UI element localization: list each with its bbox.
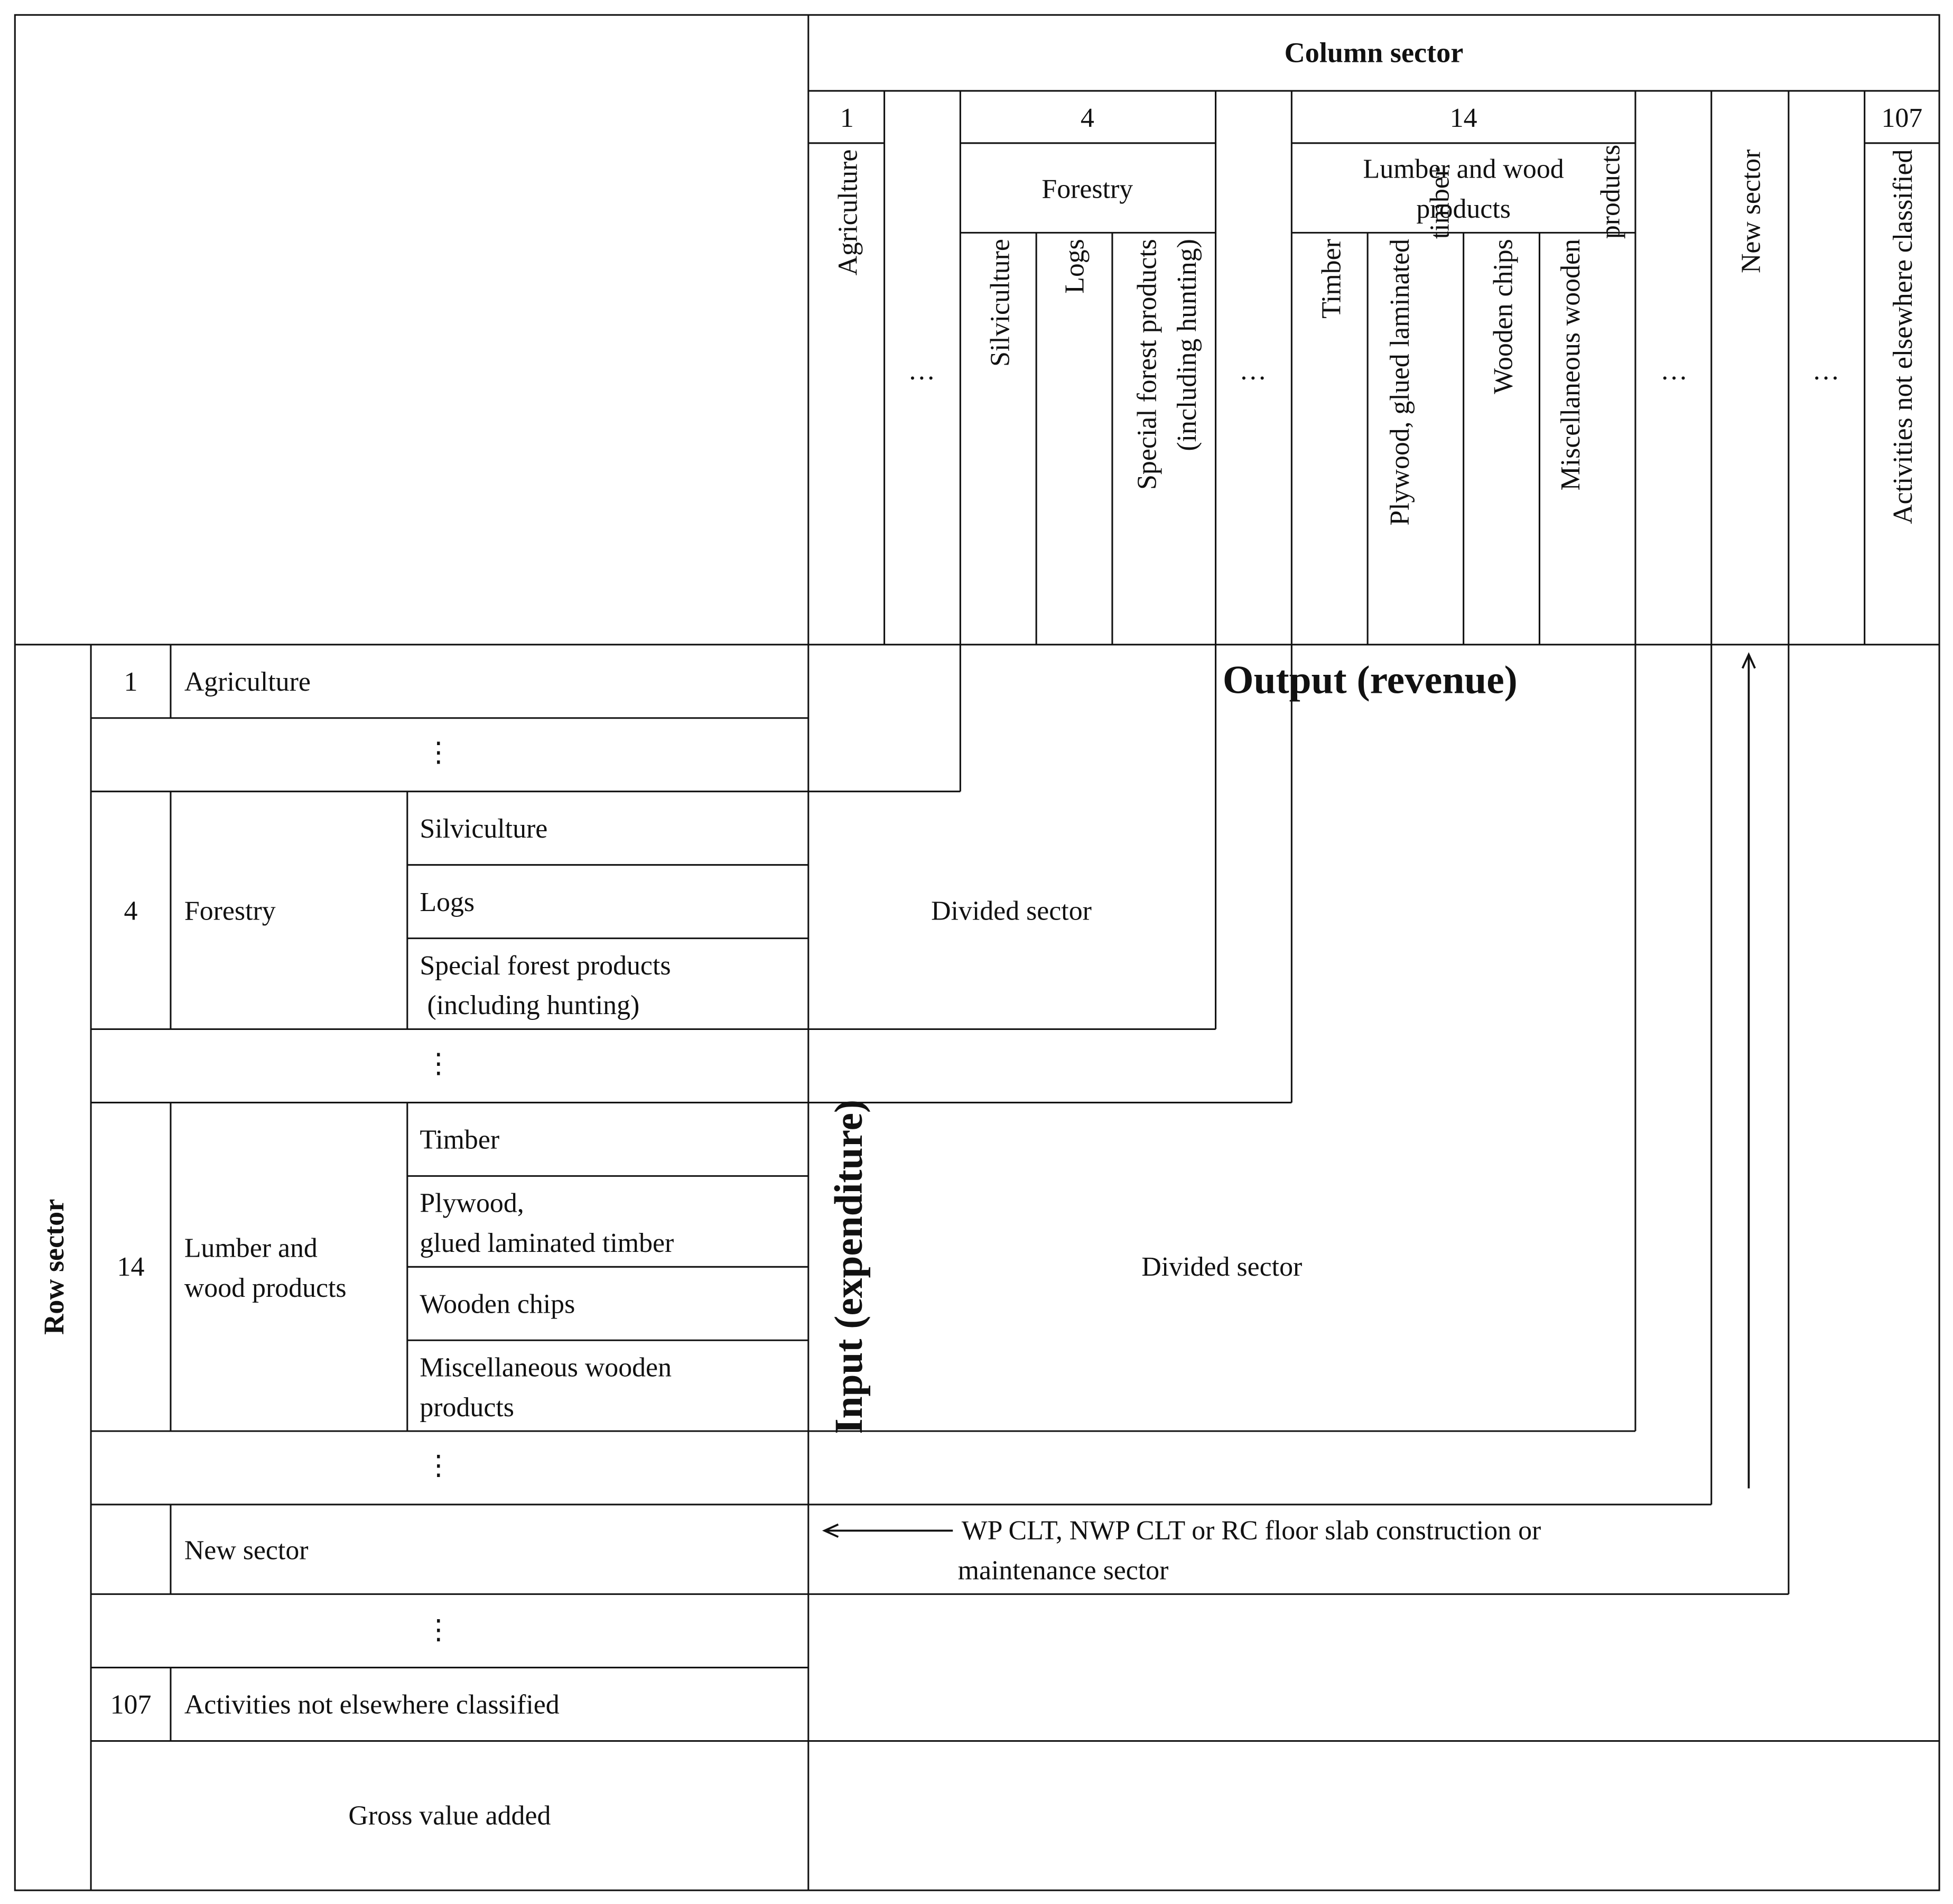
row-sub-misc-wooden-products: Miscellaneous wooden [420,1353,672,1383]
col-code-other: 107 [1881,103,1922,133]
row-sub-wooden-chips: Wooden chips [420,1289,575,1319]
col-ellipsis: … [1239,356,1267,386]
row-sector-title: Row sector [38,1199,70,1335]
column-sector-title: Column sector [1285,37,1464,69]
col-code-forestry: 4 [1081,103,1094,133]
row-label-lumber: wood products [184,1273,347,1303]
output-revenue-label: Output (revenue) [1223,658,1518,702]
divided-sector-label: Divided sector [1141,1252,1302,1282]
col-sub-timber: Timber [1316,239,1346,319]
gross-value-added-label: Gross value added [348,1800,551,1831]
col-sub-misc-wooden-products: products [1595,145,1625,239]
row-vdots: ⋮ [425,1451,452,1481]
row-vdots: ⋮ [425,1615,452,1645]
row-sub-misc-wooden-products: products [420,1392,514,1423]
col-label-agriculture: Agriculture [833,150,863,276]
row-code-forestry: 4 [124,896,138,926]
arrows [822,652,1756,1538]
col-sub-wooden-chips: Wooden chips [1489,239,1519,394]
row-code-lumber: 14 [117,1252,145,1282]
input-arrow [822,1524,953,1538]
row-label-lumber: Lumber and [184,1233,318,1263]
col-code-lumber: 14 [1450,103,1477,133]
col-sub-plywood: timber [1425,168,1455,239]
row-sub-special-forest-products: (including hunting) [427,990,640,1020]
col-sub-special-forest-products: (including hunting) [1172,239,1202,451]
col-sub-misc-wooden-products: Miscellaneous wooden [1556,239,1586,490]
grid-lines [14,14,1940,1891]
construction-sector-label: WP CLT, NWP CLT or RC floor slab constru… [962,1516,1541,1546]
col-ellipsis: … [1812,356,1840,386]
row-code-agriculture: 1 [124,667,138,697]
col-ellipsis: … [908,356,935,386]
row-sub-timber: Timber [420,1125,499,1155]
row-sub-plywood: glued laminated timber [420,1228,674,1258]
input-expenditure-label: Input (expenditure) [827,1100,871,1434]
row-sub-silviculture: Silviculture [420,814,547,844]
row-label-forestry: Forestry [184,896,276,926]
col-label-lumber: products [1416,194,1511,224]
row-vdots: ⋮ [425,1049,452,1079]
row-sub-logs: Logs [420,887,475,917]
row-label-other: Activities not elsewhere classified [184,1690,560,1720]
col-label-new-sector: New sector [1736,150,1766,273]
divided-sector-label: Divided sector [931,896,1092,926]
col-sub-silviculture: Silviculture [985,239,1015,367]
row-label-new-sector: New sector [184,1536,309,1566]
col-code-agriculture: 1 [840,103,854,133]
output-arrow [1741,652,1756,1489]
row-code-other: 107 [110,1690,152,1720]
row-sub-special-forest-products: Special forest products [420,951,671,981]
col-ellipsis: … [1660,356,1688,386]
row-sub-plywood: Plywood, [420,1188,524,1219]
row-label-agriculture: Agriculture [184,667,311,697]
row-vdots: ⋮ [425,738,452,768]
col-sub-plywood: Plywood, glued laminated [1385,239,1415,526]
col-sub-special-forest-products: Special forest products [1132,239,1162,490]
col-sub-logs: Logs [1060,239,1090,294]
col-label-lumber: Lumber and wood [1363,154,1564,184]
construction-sector-label: maintenance sector [958,1555,1169,1585]
col-label-forestry: Forestry [1041,174,1133,204]
col-label-other: Activities not elsewhere classified [1888,150,1918,524]
